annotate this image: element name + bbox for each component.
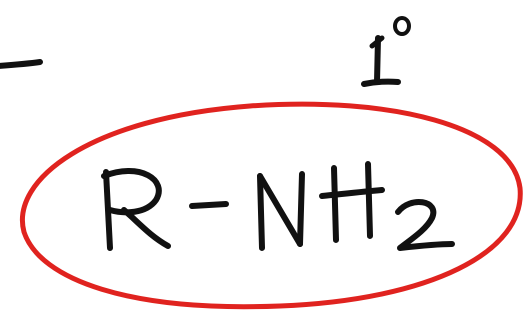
stroke-dash-left — [0, 59, 43, 69]
highlight-ellipse — [20, 101, 523, 310]
degree-label-glyph — [361, 16, 411, 87]
formula-strokes — [101, 161, 455, 251]
